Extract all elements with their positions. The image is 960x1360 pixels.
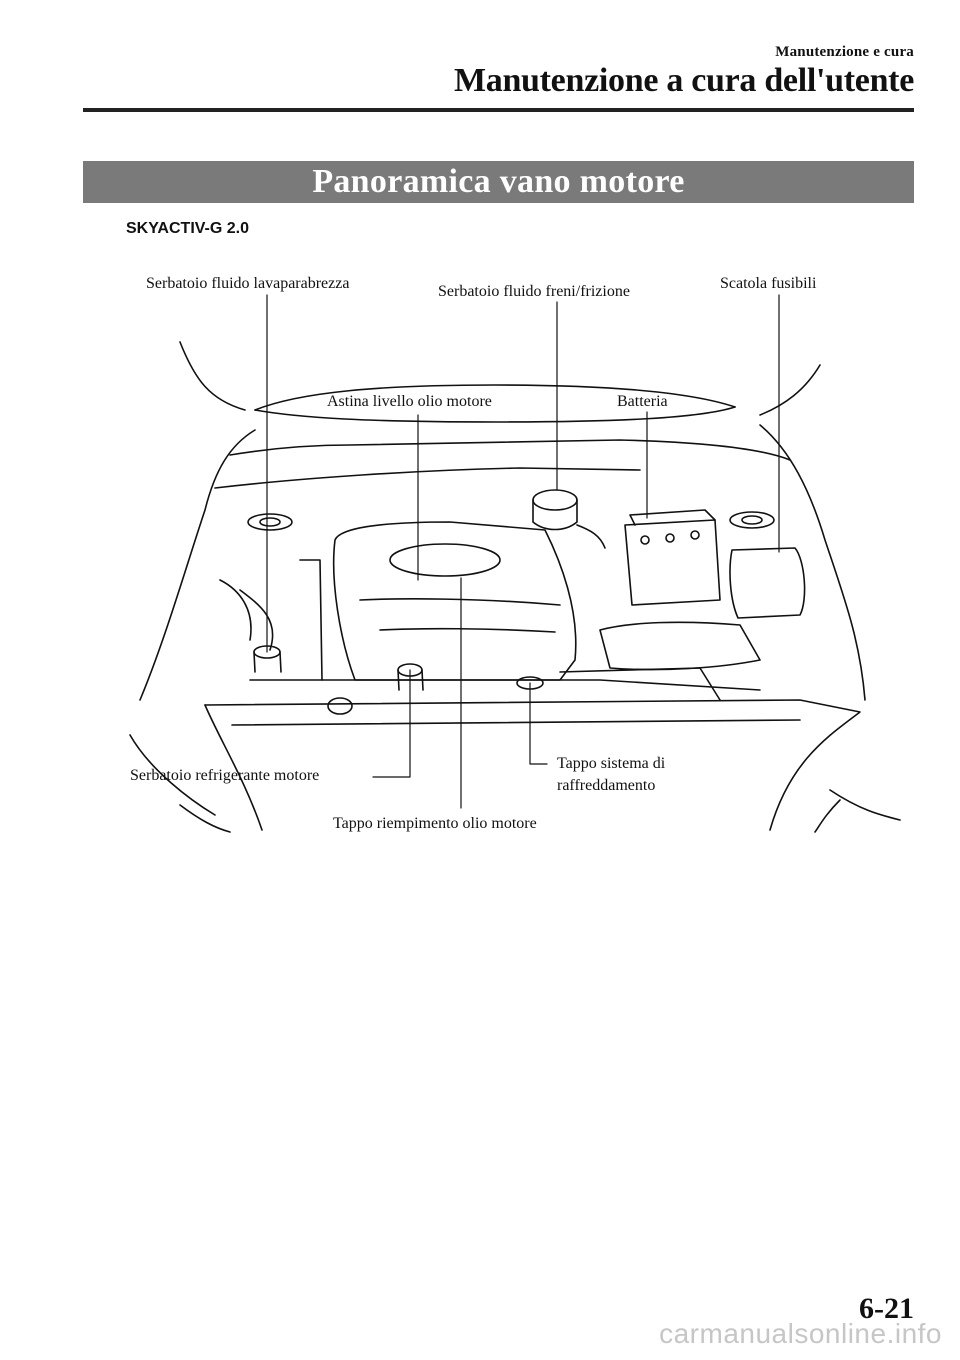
label-oil-filler-cap: Tappo riempimento olio motore bbox=[333, 815, 537, 832]
chapter-title: Manutenzione a cura dell'utente bbox=[453, 62, 914, 99]
label-brake-clutch-fluid-reservoir: Serbatoio fluido freni/frizione bbox=[438, 283, 630, 300]
label-fuse-box: Scatola fusibili bbox=[720, 275, 817, 292]
label-cooling-system-cap-1: Tappo sistema di bbox=[557, 755, 666, 772]
engine-variant-label: SKYACTIV-G 2.0 bbox=[126, 220, 250, 237]
page-number: 6-21 bbox=[859, 1292, 914, 1325]
label-washer-fluid-reservoir: Serbatoio fluido lavaparabrezza bbox=[146, 275, 350, 292]
watermark: carmanualsonline.info bbox=[659, 1318, 942, 1349]
header-rule bbox=[83, 108, 914, 112]
section-header: Manutenzione e cura bbox=[775, 44, 914, 60]
label-battery: Batteria bbox=[617, 393, 668, 410]
label-coolant-reservoir: Serbatoio refrigerante motore bbox=[130, 767, 320, 784]
label-oil-dipstick: Astina livello olio motore bbox=[327, 393, 492, 410]
label-cooling-system-cap-2: raffreddamento bbox=[557, 777, 656, 794]
section-banner: Panoramica vano motore bbox=[83, 161, 914, 203]
